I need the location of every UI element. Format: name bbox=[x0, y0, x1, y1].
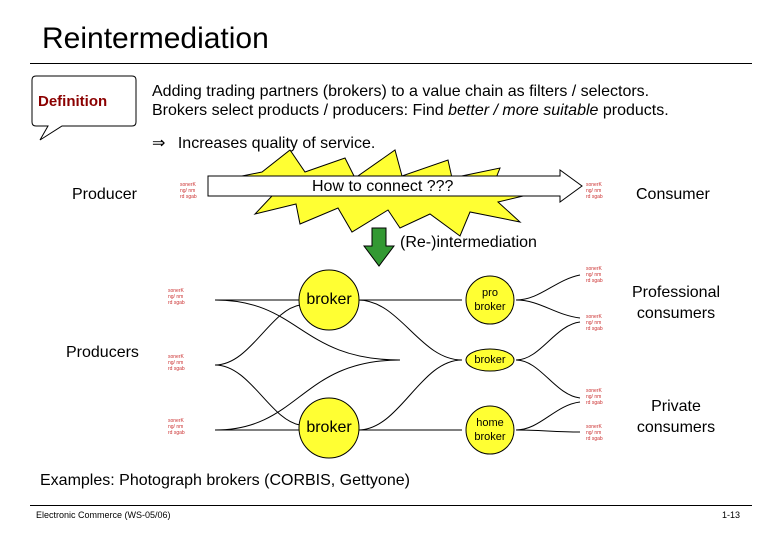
broker-middle-label: broker bbox=[474, 354, 506, 366]
home-broker-line-1: home bbox=[476, 417, 504, 429]
svg-text:ng/ nm: ng/ nm bbox=[586, 272, 601, 278]
svg-text:ng/ nm: ng/ nm bbox=[180, 188, 195, 194]
svg-text:sonerK: sonerK bbox=[586, 266, 603, 272]
definition-line-1-text: Adding trading partners (brokers) to a v… bbox=[152, 83, 650, 100]
svg-text:rd sgab: rd sgab bbox=[586, 194, 603, 200]
svg-text:ng/ nm: ng/ nm bbox=[168, 424, 183, 430]
producers-label: Producers bbox=[66, 344, 139, 361]
pro-broker-line-1: pro bbox=[482, 287, 498, 299]
implication-text: Increases quality of service. bbox=[177, 135, 376, 152]
pro-broker-label: pro broker bbox=[466, 286, 514, 314]
professional-line-2: consumers bbox=[636, 305, 716, 322]
footer-rule bbox=[30, 505, 752, 506]
connect-arrow bbox=[207, 169, 583, 203]
pro-broker-line-2: broker bbox=[474, 301, 506, 313]
definition-label: Definition bbox=[38, 93, 108, 110]
broker-top-label: broker bbox=[306, 291, 352, 308]
slide-title: Reintermediation bbox=[42, 22, 269, 55]
network-lines bbox=[214, 274, 581, 433]
svg-text:rd sgab: rd sgab bbox=[168, 366, 185, 372]
svg-text:ng/ nm: ng/ nm bbox=[586, 188, 601, 194]
broker-top-node bbox=[298, 269, 360, 331]
svg-text:sonerK: sonerK bbox=[586, 182, 603, 188]
svg-text:sonerK: sonerK bbox=[168, 288, 185, 294]
svg-text:ng/ nm: ng/ nm bbox=[586, 394, 601, 400]
professional-consumers-label: Professional consumers bbox=[616, 282, 736, 324]
svg-text:rd sgab: rd sgab bbox=[586, 326, 603, 332]
footer-right: 1-13 bbox=[722, 510, 741, 520]
svg-text:sonerK: sonerK bbox=[168, 418, 185, 424]
svg-text:rd sgab: rd sgab bbox=[586, 400, 603, 406]
home-broker-node bbox=[465, 405, 515, 455]
svg-text:rd sgab: rd sgab bbox=[586, 436, 603, 442]
svg-text:sonerK: sonerK bbox=[168, 354, 185, 360]
definition-line-1: Adding trading partners (brokers) to a v… bbox=[152, 82, 649, 101]
broker-bottom-node bbox=[298, 397, 360, 459]
implies-arrow-icon: ⇒ bbox=[152, 135, 166, 152]
professional-line-1: Professional bbox=[631, 284, 721, 301]
svg-text:sonerK: sonerK bbox=[586, 314, 603, 320]
broker-middle-node bbox=[465, 348, 515, 372]
examples-line: Examples: Photograph brokers (CORBIS, Ge… bbox=[40, 472, 410, 489]
svg-text:ng/ nm: ng/ nm bbox=[586, 430, 601, 436]
svg-text:ng/ nm: ng/ nm bbox=[168, 360, 183, 366]
reintermediation-label: (Re-)intermediation bbox=[400, 234, 537, 251]
home-broker-label: home broker bbox=[466, 416, 514, 444]
consumer-label: Consumer bbox=[636, 186, 710, 203]
svg-text:ng/ nm: ng/ nm bbox=[168, 294, 183, 300]
down-arrow bbox=[363, 227, 395, 267]
svg-text:rd sgab: rd sgab bbox=[168, 300, 185, 306]
definition-line-2-post: products. bbox=[598, 102, 669, 119]
producer-label: Producer bbox=[72, 186, 137, 203]
svg-text:sonerK: sonerK bbox=[180, 182, 197, 188]
svg-text:rd sgab: rd sgab bbox=[168, 430, 185, 436]
private-line-2: consumers bbox=[636, 419, 716, 436]
svg-text:rd sgab: rd sgab bbox=[586, 278, 603, 284]
private-consumers-label: Private consumers bbox=[616, 396, 736, 438]
svg-text:rd sgab: rd sgab bbox=[180, 194, 197, 200]
connect-question: How to connect ??? bbox=[312, 178, 454, 195]
footer-left: Electronic Commerce (WS-05/06) bbox=[36, 510, 171, 520]
svg-text:ng/ nm: ng/ nm bbox=[586, 320, 601, 326]
svg-text:sonerK: sonerK bbox=[586, 388, 603, 394]
definition-line-2: Brokers select products / producers: Fin… bbox=[152, 101, 669, 120]
implication-line: ⇒ Increases quality of service. bbox=[152, 134, 375, 153]
definition-line-2-em: better / more suitable bbox=[448, 102, 599, 119]
definition-line-2-pre: Brokers select products / producers: Fin… bbox=[152, 102, 449, 119]
title-rule bbox=[30, 63, 752, 64]
broker-bottom-label: broker bbox=[306, 419, 352, 436]
pro-broker-node bbox=[465, 275, 515, 325]
svg-text:sonerK: sonerK bbox=[586, 424, 603, 430]
private-line-1: Private bbox=[651, 398, 701, 415]
home-broker-line-2: broker bbox=[474, 431, 506, 443]
definition-bubble bbox=[31, 75, 137, 141]
